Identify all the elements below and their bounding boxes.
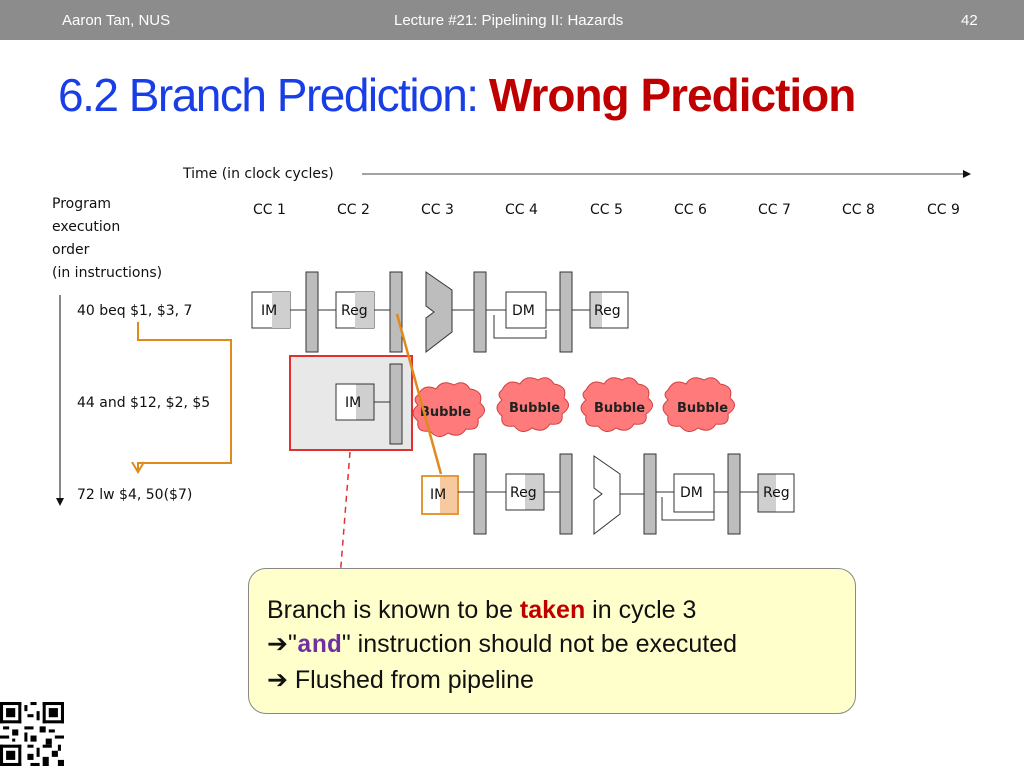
flush-callout-line [339,451,351,579]
pipeline-register [643,453,657,535]
cycle-label: CC 4 [505,202,538,218]
explanation-note: Branch is known to be taken in cycle 3 ➔… [248,568,856,714]
alu-stage [425,271,453,354]
im-label-target: IM [430,487,446,503]
pipeline-register [389,363,403,445]
order-label-line2: execution [52,219,120,235]
pipeline-row-beq: IM Reg DM Reg [251,271,629,354]
header-lecture: Lecture #21: Pipelining II: Hazards [394,12,624,29]
cycle-label: CC 3 [421,202,454,218]
branch-arrow-head [131,461,145,474]
qr-code [0,702,64,766]
reg-writeback-label: Reg [763,485,790,501]
pipeline-register [559,453,573,535]
cycle-label: CC 7 [758,202,791,218]
cycle-label: CC 9 [927,202,960,218]
bubble: Bubble [662,377,735,432]
instruction-lw: 72 lw $4, 50($7) [77,487,192,503]
note-code-and: and [296,631,342,660]
order-label-line4: (in instructions) [52,265,162,281]
title-emphasis: Wrong Prediction [488,69,856,121]
note-line-1: Branch is known to be taken in cycle 3 [267,596,697,624]
pipeline-register [473,453,487,535]
bubble-label: Bubble [509,401,560,416]
instruction-beq: 40 beq $1, $3, 7 [77,303,192,319]
header-author: Aaron Tan, NUS [62,12,171,29]
reg-label: Reg [341,303,368,319]
cycle-label: CC 2 [337,202,370,218]
branch-decision-line [395,313,443,475]
slide-title: 6.2 Branch Prediction: Wrong Prediction [58,68,856,122]
bubble: Bubble [580,377,653,432]
time-axis-label: Time (in clock cycles) [182,166,334,182]
bubble: Bubble [412,382,485,437]
order-label-line3: order [52,242,90,258]
slide-header: Aaron Tan, NUS Lecture #21: Pipelining I… [0,0,1024,40]
pipeline-register [473,271,487,353]
arrow-icon: ➔ [267,630,288,658]
order-label-line1: Program [52,196,111,212]
branch-target-arrow [137,322,232,471]
im-label-flushed: IM [345,395,361,411]
bubble-label: Bubble [594,401,645,416]
cycle-label: CC 1 [253,202,286,218]
pipeline-register [559,271,573,353]
cycle-label: CC 6 [674,202,707,218]
dm-label: DM [680,485,703,501]
dm-label: DM [512,303,535,319]
note-line-3: ➔ Flushed from pipeline [267,666,534,694]
note-taken: taken [519,596,586,624]
header-page-number: 42 [961,12,978,29]
bubble: Bubble [496,377,569,432]
im-label: IM [261,303,277,319]
pipeline-register [727,453,741,535]
alu-stage [593,455,621,536]
cycle-labels: CC 1 CC 2 CC 3 CC 4 CC 5 CC 6 CC 7 CC 8 … [253,202,960,218]
bubble-label: Bubble [677,401,728,416]
cycle-label: CC 8 [842,202,875,218]
pipeline-register [389,271,403,353]
dm-stage [673,473,715,513]
dm-stage [505,291,547,329]
title-main: 6.2 Branch Prediction: [58,69,489,121]
instruction-and: 44 and $12, $2, $5 [77,395,210,411]
cycle-label: CC 5 [590,202,623,218]
pipeline-row-lw: IM Reg DM Reg [421,453,795,536]
pipeline-register [305,271,319,353]
reg-label: Reg [510,485,537,501]
note-line-2: ➔"and" instruction should not be execute… [267,630,738,660]
reg-writeback-label: Reg [594,303,621,319]
bubble-label: Bubble [420,405,471,420]
